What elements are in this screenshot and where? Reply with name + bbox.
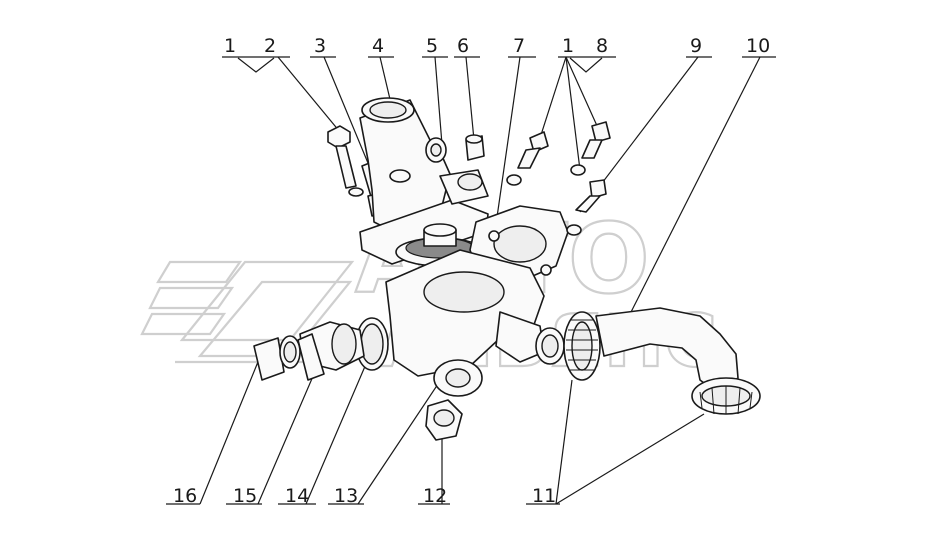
part-bolts-8	[506, 121, 611, 236]
callout-6: 6	[457, 35, 469, 57]
callout-labels: 1 2 3 4 5 6 7 1 8 9 10 16 15 14 13 12 11	[173, 35, 770, 507]
part-bolt-2	[327, 125, 364, 197]
callout-9: 9	[690, 35, 702, 57]
callout-16: 16	[173, 485, 197, 507]
callout-11: 11	[532, 485, 556, 507]
part-housing-13	[385, 249, 565, 397]
callout-13: 13	[334, 485, 358, 507]
part-fitting-16	[253, 335, 301, 381]
callout-14: 14	[285, 485, 309, 507]
callout-15: 15	[233, 485, 257, 507]
part-plug-6	[465, 134, 485, 161]
callout-12: 12	[423, 485, 447, 507]
part-thermostat-cover-4	[359, 97, 451, 231]
part-union-nut-15	[297, 321, 365, 381]
callout-8: 8	[596, 35, 608, 57]
callout-2: 2	[264, 35, 276, 57]
part-clamps-11	[563, 311, 761, 415]
callout-1b: 1	[562, 35, 574, 57]
callout-4: 4	[372, 35, 384, 57]
part-seal-ring-14	[355, 317, 389, 371]
callout-1a: 1	[224, 35, 236, 57]
callout-10: 10	[746, 35, 770, 57]
callout-3: 3	[314, 35, 326, 57]
callout-5: 5	[426, 35, 438, 57]
part-drain-plug-12	[425, 399, 463, 441]
callout-7: 7	[513, 35, 525, 57]
